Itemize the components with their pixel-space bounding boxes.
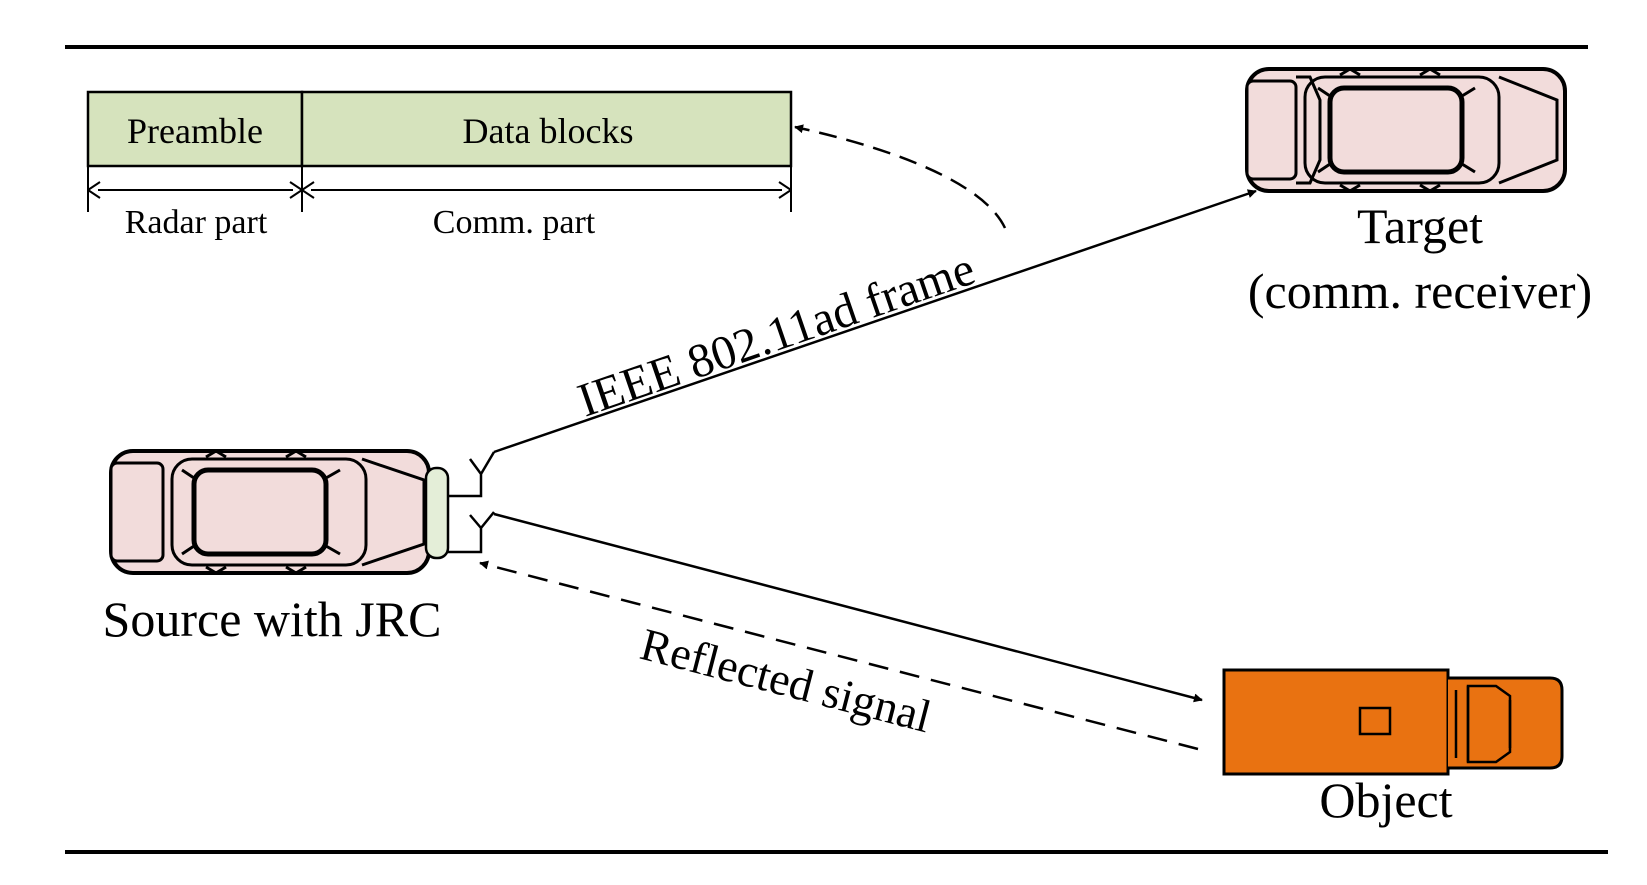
frame-callout-arrow	[794, 124, 1007, 229]
object-label: Object	[1319, 772, 1452, 828]
rx-antenna-icon	[448, 511, 495, 554]
frame-structure: Preamble Data blocks Radar part Comm. pa…	[86, 90, 793, 241]
frame-link-label: IEEE 802.11ad frame	[571, 242, 981, 427]
source-label: Source with JRC	[103, 591, 442, 647]
radar-part-label: Radar part	[125, 204, 268, 241]
jrc-radar-unit	[424, 466, 450, 560]
target-car	[1245, 67, 1567, 193]
reflected-signal-label: Reflected signal	[635, 618, 936, 742]
tx-antenna-icon	[448, 451, 496, 498]
source-car	[109, 449, 496, 575]
comm-part-label: Comm. part	[433, 204, 596, 241]
data-blocks-label: Data blocks	[463, 111, 634, 151]
target-sublabel: (comm. receiver)	[1248, 263, 1592, 319]
probe-arrow	[493, 512, 1203, 703]
object-truck	[1222, 668, 1564, 776]
frame-link-arrow	[493, 189, 1257, 454]
target-label: Target	[1357, 198, 1483, 254]
reflected-signal-arrow	[479, 560, 1199, 751]
data-blocks-block	[300, 90, 793, 168]
preamble-label: Preamble	[127, 111, 263, 151]
